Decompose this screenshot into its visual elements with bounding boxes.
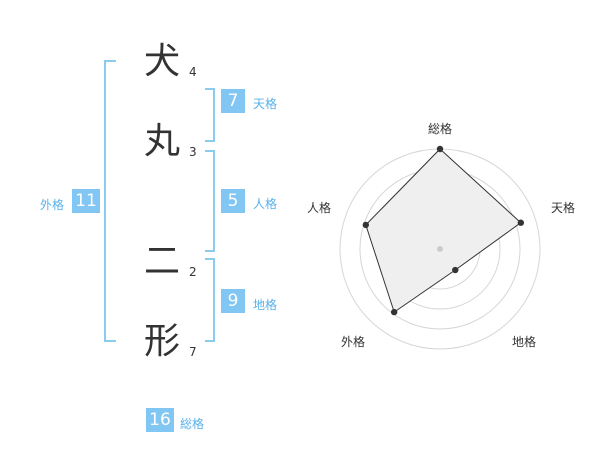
name-char-2: 丸 xyxy=(143,121,180,162)
radar-point xyxy=(436,145,444,153)
radar-label-chikaku: 地格 xyxy=(512,334,536,349)
jinkaku-label: 人格 xyxy=(253,197,278,211)
jinkaku-badge: 5 xyxy=(221,189,245,213)
radar-label-jinkaku: 人格 xyxy=(307,200,331,215)
stroke-count-2: 3 xyxy=(189,145,197,159)
stroke-count-3: 2 xyxy=(189,265,197,279)
tenkaku-label: 天格 xyxy=(253,97,278,111)
radar-point xyxy=(390,308,398,316)
radar-point xyxy=(517,219,525,226)
name-char-4: 形 xyxy=(143,321,180,362)
gaikaku-badge: 11 xyxy=(72,189,100,213)
stroke-count-4: 7 xyxy=(189,345,197,359)
gaikaku-bracket xyxy=(104,60,116,342)
stroke-count-1: 4 xyxy=(189,65,197,79)
chikaku-bracket xyxy=(205,258,215,342)
name-char-1: 犬 xyxy=(143,41,180,82)
gaikaku-label: 外格 xyxy=(40,198,65,212)
tenkaku-badge: 7 xyxy=(221,89,245,113)
radar-center-dot xyxy=(437,246,443,252)
tenkaku-bracket xyxy=(205,88,215,142)
chikaku-badge: 9 xyxy=(221,289,245,313)
soukaku-label: 総格 xyxy=(180,417,205,431)
radar-point xyxy=(452,266,459,274)
radar-label-soukaku: 総格 xyxy=(428,121,452,136)
jinkaku-bracket xyxy=(205,150,215,252)
radar-label-gaikaku: 外格 xyxy=(341,334,365,349)
radar-label-tenkaku: 天格 xyxy=(551,200,575,215)
radar-area xyxy=(365,148,522,313)
chikaku-label: 地格 xyxy=(253,298,278,312)
radar-point xyxy=(362,221,370,229)
soukaku-badge: 16 xyxy=(146,408,174,432)
name-char-3: 二 xyxy=(143,241,180,282)
